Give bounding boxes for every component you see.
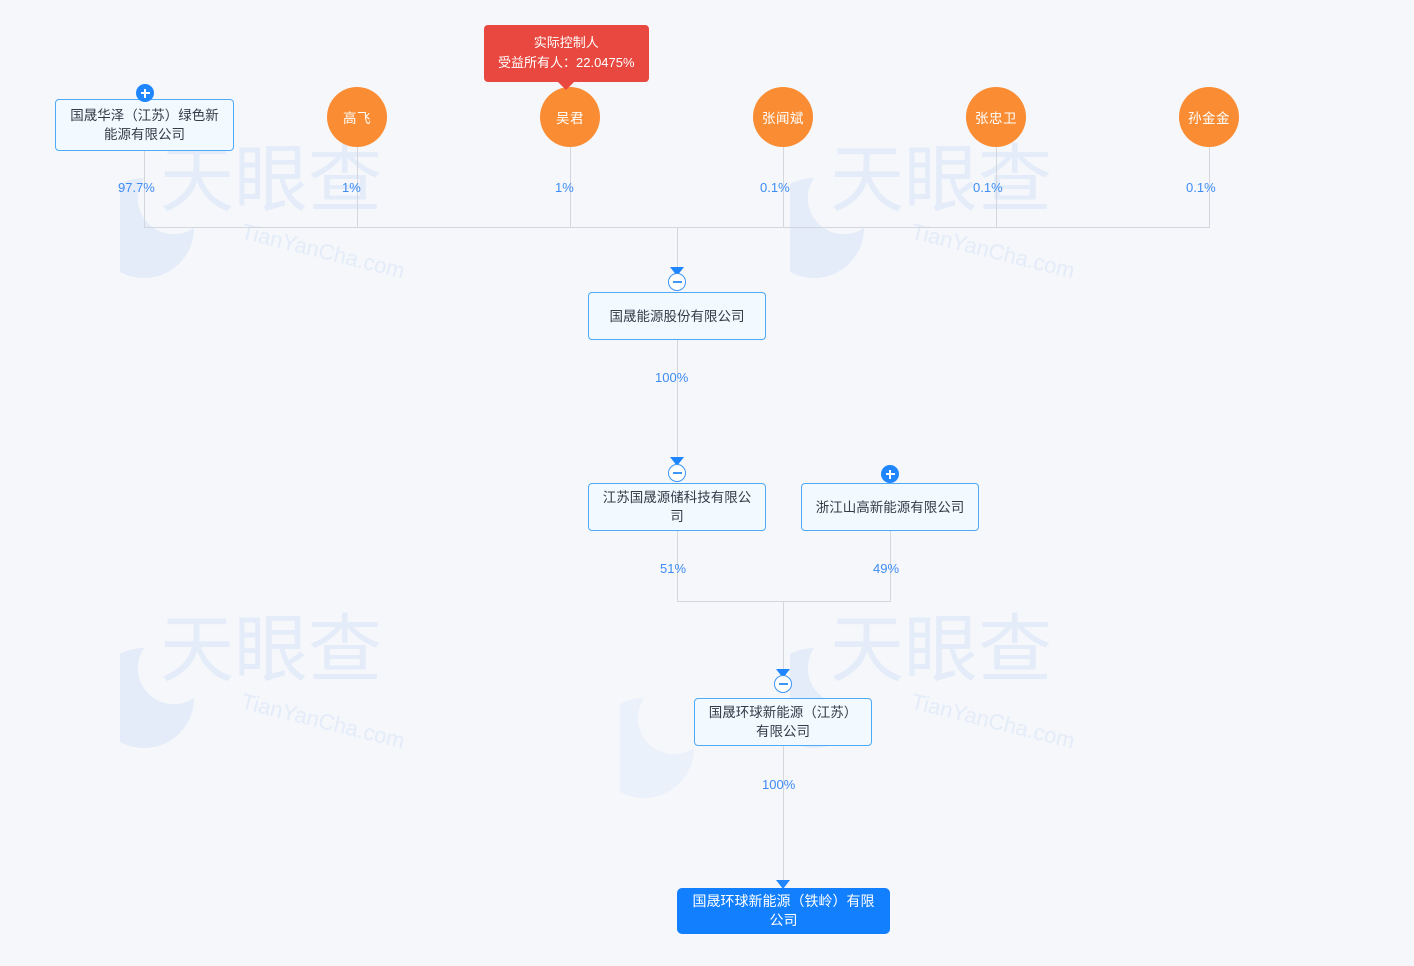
edge-line [677, 531, 678, 601]
svg-text:天眼查: 天眼查 [160, 607, 382, 693]
shareholder-node-guoshenghuaze[interactable]: 国晟华泽（江苏）绿色新能源有限公司 [55, 99, 234, 151]
company-node-target[interactable]: 国晟环球新能源（铁岭）有限公司 [677, 888, 890, 934]
ratio-label-guoshenghuaze: 97.7% [118, 180, 155, 195]
ratio-label-mid-to-target: 100% [762, 777, 796, 792]
ratio-label-zhangwenbin: 0.1% [760, 180, 790, 195]
ratio-label-subright: 49% [873, 561, 900, 576]
node-label: 孙金金 [1188, 111, 1230, 126]
collapse-toggle-parent[interactable] [668, 273, 686, 291]
edge-line [1209, 147, 1210, 227]
svg-text:天眼查: 天眼查 [830, 137, 1052, 223]
shareholder-node-wujun[interactable]: 吴君 [540, 87, 600, 147]
ratio-label-subleft: 51% [660, 561, 687, 576]
edge-line [996, 147, 997, 227]
node-label: 张忠卫 [975, 111, 1017, 126]
ratio-label-sunjinjin: 0.1% [1186, 180, 1216, 195]
node-label: 高飞 [343, 111, 371, 126]
collapse-toggle-subleft[interactable] [668, 464, 686, 482]
shareholder-node-sunjinjin[interactable]: 孙金金 [1179, 87, 1239, 147]
tooltip-title: 实际控制人 [533, 35, 599, 50]
company-node-parent[interactable]: 国晟能源股份有限公司 [588, 292, 766, 340]
ratio-label-parent-to-subleft: 100% [655, 370, 689, 385]
svg-text:TianYanCha.com: TianYanCha.com [239, 219, 408, 284]
node-label: 国晟环球新能源（江苏）有限公司 [708, 705, 858, 739]
svg-text:TianYanCha.com: TianYanCha.com [909, 219, 1078, 284]
collapse-toggle-mid[interactable] [774, 675, 792, 693]
company-node-subleft[interactable]: 江苏国晟源储科技有限公司 [588, 483, 766, 531]
svg-text:TianYanCha.com: TianYanCha.com [239, 689, 408, 754]
node-label: 国晟环球新能源（铁岭）有限公司 [692, 893, 875, 928]
edge-line [890, 531, 891, 601]
company-node-mid[interactable]: 国晟环球新能源（江苏）有限公司 [694, 698, 872, 746]
ratio-label-gaofei: 1% [342, 180, 361, 195]
edge-line [570, 147, 571, 227]
ratio-label-wujun: 1% [555, 180, 574, 195]
shareholder-node-zhangwenbin[interactable]: 张闻斌 [753, 87, 813, 147]
tooltip-detail: 受益所有人：22.0475% [498, 55, 635, 70]
watermark: 天眼查 TianYanCha.com [120, 590, 480, 760]
edge-arrow [670, 457, 684, 466]
edge-line [783, 746, 784, 886]
actual-controller-tooltip: 实际控制人 受益所有人：22.0475% [484, 25, 649, 82]
ratio-label-zhangzhongwei: 0.1% [973, 180, 1003, 195]
edge-arrow [776, 880, 790, 889]
svg-text:天眼查: 天眼查 [830, 607, 1052, 693]
watermark: 天眼查 TianYanCha.com [790, 120, 1150, 290]
svg-text:TianYanCha.com: TianYanCha.com [909, 689, 1078, 754]
node-label: 江苏国晟源储科技有限公司 [602, 490, 752, 524]
edge-line [677, 227, 678, 272]
expand-toggle-subright[interactable] [881, 465, 899, 483]
edge-line [357, 147, 358, 227]
company-node-subright[interactable]: 浙江山高新能源有限公司 [801, 483, 979, 531]
shareholder-node-zhangzhongwei[interactable]: 张忠卫 [966, 87, 1026, 147]
node-label: 浙江山高新能源有限公司 [815, 499, 965, 515]
edge-bus-line [677, 601, 891, 602]
edge-arrow [776, 669, 790, 678]
node-label: 国晟华泽（江苏）绿色新能源有限公司 [70, 108, 219, 142]
node-label: 国晟能源股份有限公司 [609, 308, 745, 324]
node-label: 张闻斌 [762, 111, 804, 126]
expand-toggle-guoshenghuaze[interactable] [136, 84, 154, 102]
shareholder-node-gaofei[interactable]: 高飞 [327, 87, 387, 147]
edge-line [677, 340, 678, 463]
edge-line [783, 601, 784, 673]
edge-line [783, 147, 784, 227]
edge-arrow [670, 267, 684, 276]
node-label: 吴君 [556, 111, 584, 126]
edge-line [144, 151, 145, 227]
